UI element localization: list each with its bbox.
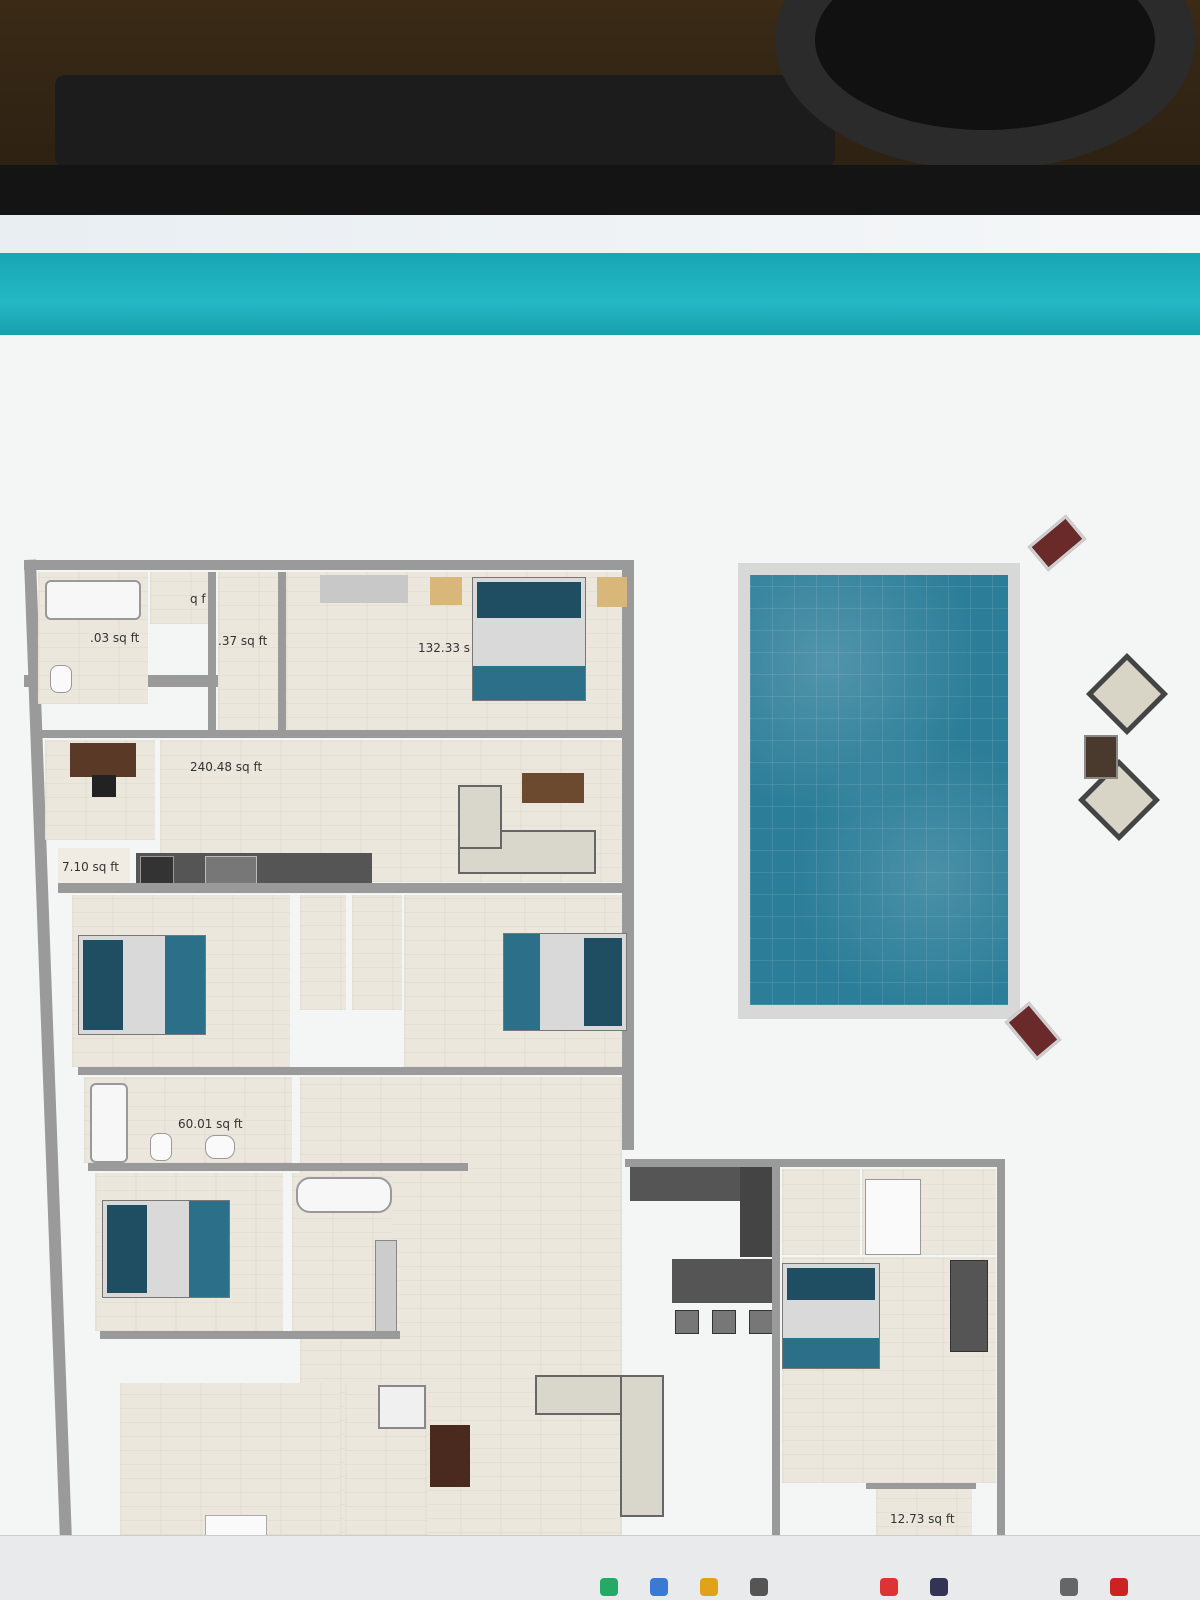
room-label: 240.48 sq ft (190, 760, 263, 774)
app-header-banner (0, 253, 1200, 335)
bathtub (45, 580, 141, 620)
coffee-table (522, 773, 584, 803)
sectional-sofa-arm (458, 785, 502, 849)
wall (622, 560, 634, 1150)
nightstand (430, 577, 462, 605)
room-237[interactable] (218, 572, 278, 732)
wall (24, 559, 73, 1560)
l-sofa-arm (620, 1375, 664, 1517)
room-label: 60.01 sq ft (178, 1117, 243, 1131)
monitor-bezel (0, 165, 1200, 217)
bed-throw (783, 1338, 879, 1368)
wall (866, 1483, 976, 1489)
bed-throw (189, 1201, 229, 1297)
bed-pillows (83, 940, 123, 1030)
bar-stool (712, 1310, 736, 1334)
bed-bedroom-2 (78, 935, 206, 1035)
stove (140, 856, 174, 888)
wall (208, 572, 216, 732)
desk (70, 743, 136, 777)
bookshelf (430, 1425, 470, 1487)
room-label: 132.33 s (418, 641, 471, 655)
wardrobe (950, 1260, 988, 1352)
app-icon[interactable] (1060, 1578, 1078, 1596)
room-label: .03 sq ft (90, 631, 140, 645)
nightstand (597, 577, 627, 607)
app-icon[interactable] (600, 1578, 618, 1596)
room-side-nook[interactable] (58, 848, 130, 884)
bed-throw (473, 666, 585, 700)
wall (772, 1165, 780, 1565)
room-closet-b[interactable] (352, 895, 402, 1010)
storage-box (378, 1385, 426, 1429)
window-top-strip (0, 215, 1200, 253)
room-bedroom-4[interactable] (95, 1173, 283, 1331)
app-icon[interactable] (750, 1578, 768, 1596)
room-south-west[interactable] (120, 1383, 340, 1563)
desk-object (55, 75, 835, 167)
app-icon[interactable] (880, 1578, 898, 1596)
vanity (375, 1240, 397, 1332)
app-icon[interactable] (1110, 1578, 1128, 1596)
sink (205, 856, 257, 888)
bed-throw (504, 934, 540, 1030)
bathtub (296, 1177, 392, 1213)
taskbar (0, 1535, 1200, 1600)
room-label: 12.73 sq ft (890, 1512, 955, 1526)
bed-pillows (107, 1205, 147, 1293)
room-closet-a[interactable] (300, 895, 346, 1010)
sink (205, 1135, 235, 1159)
bed-bedroom-4 (102, 1200, 230, 1298)
patio-chair (1085, 652, 1169, 736)
app-icon[interactable] (930, 1578, 948, 1596)
sun-lounger (1027, 514, 1087, 572)
wall (88, 1163, 468, 1171)
toilet (150, 1133, 172, 1161)
kitchen-island (672, 1259, 772, 1303)
floor-plan-canvas[interactable]: .03 sq ft q f .37 sq ft 132.33 s 240.48 … (0, 335, 1200, 1571)
patio-side-table (1084, 735, 1118, 779)
bed-master (472, 577, 586, 701)
room-label: q f (190, 592, 206, 606)
pool-water (750, 575, 1008, 1005)
wall (997, 1159, 1005, 1559)
wall (36, 730, 626, 738)
wall (58, 883, 626, 893)
bed-bedroom-3 (503, 933, 627, 1031)
room-laundry[interactable] (782, 1169, 860, 1255)
bed-pillows (787, 1268, 875, 1300)
room-label: 7.10 sq ft (62, 860, 119, 874)
room-label: .37 sq ft (218, 634, 268, 648)
toilet (50, 665, 72, 693)
bar-stool (675, 1310, 699, 1334)
app-icon[interactable] (650, 1578, 668, 1596)
wall (100, 1331, 400, 1339)
east-wing-outline (625, 1159, 1005, 1167)
office-chair (92, 775, 116, 797)
wall (278, 572, 286, 732)
room-closet-top[interactable] (150, 572, 208, 624)
bed-pillows (477, 582, 581, 618)
bed-pillows (584, 938, 622, 1026)
bathtub (90, 1083, 128, 1163)
bar-stool (749, 1310, 773, 1334)
wall (78, 1067, 626, 1075)
dresser (320, 575, 408, 603)
fridge (740, 1167, 776, 1257)
monitor-screen: .03 sq ft q f .37 sq ft 132.33 s 240.48 … (0, 215, 1200, 1600)
bed-bedroom-5 (782, 1263, 880, 1369)
shower (865, 1179, 921, 1255)
wall (24, 560, 634, 570)
app-icon[interactable] (700, 1578, 718, 1596)
swimming-pool[interactable] (738, 563, 1020, 1019)
bed-throw (165, 936, 205, 1034)
